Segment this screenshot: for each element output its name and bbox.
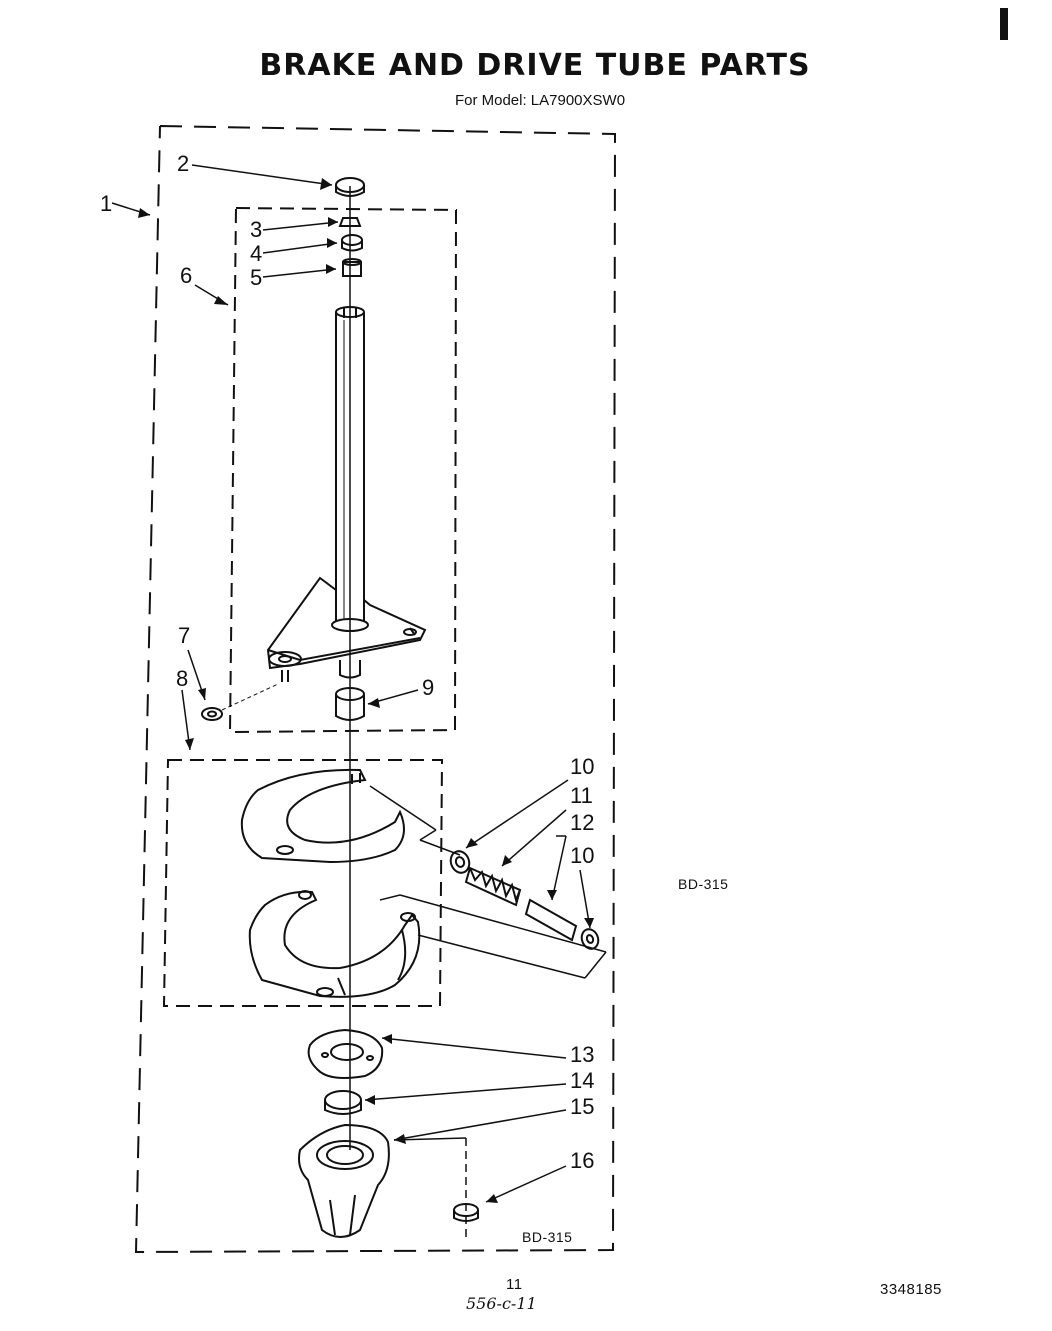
part-washer-3 [338,217,362,227]
page-corner-mark [1000,8,1008,40]
callout-9: 9 [422,675,435,700]
callout-16: 16 [570,1148,595,1173]
callout-11: 11 [570,783,593,808]
callout-5: 5 [250,265,263,290]
callout-8: 8 [176,666,189,691]
reference-code-inner: BD-315 [522,1229,573,1245]
part-number: 3348185 [880,1281,942,1298]
callout-7: 7 [178,623,191,648]
part-clip-7 [201,707,223,721]
part-ring-14 [324,1090,362,1110]
handwritten-note: 556-c-11 [466,1294,537,1313]
callout-10b: 10 [570,843,595,868]
lower-brake-shoe [248,890,421,998]
assembly-boundary-outer [134,125,617,1254]
part-pin-12 [524,898,578,942]
drive-tube-base [266,576,427,670]
callout-3: 3 [250,217,263,242]
page-number: 11 [506,1276,523,1293]
part-spring-11 [469,867,521,904]
reference-code-side: BD-315 [678,876,729,892]
part-bushing-5 [342,261,362,277]
diagram-title: BRAKE AND DRIVE TUBE PARTS [259,48,811,83]
callout-15: 15 [570,1094,595,1119]
upper-brake-shoe [240,768,405,864]
callout-4: 4 [250,241,263,266]
part-plate-13 [307,1028,384,1079]
callout-2: 2 [177,151,190,176]
callout-10: 10 [570,754,595,779]
callout-6: 6 [180,263,193,288]
part-bushing-9 [335,694,365,721]
drive-tube-shaft [335,312,365,622]
callout-1: 1 [100,191,113,216]
model-subtitle: For Model: LA7900XSW0 [454,92,626,109]
callout-12: 12 [570,810,595,835]
drive-tube-boundary [228,206,458,734]
brake-boundary [162,759,444,1007]
callout-14: 14 [570,1068,595,1093]
callout-13: 13 [570,1042,595,1067]
part-washer-10 [449,850,471,874]
part-housing-15 [298,1123,390,1238]
part-washer-10b [580,928,600,950]
